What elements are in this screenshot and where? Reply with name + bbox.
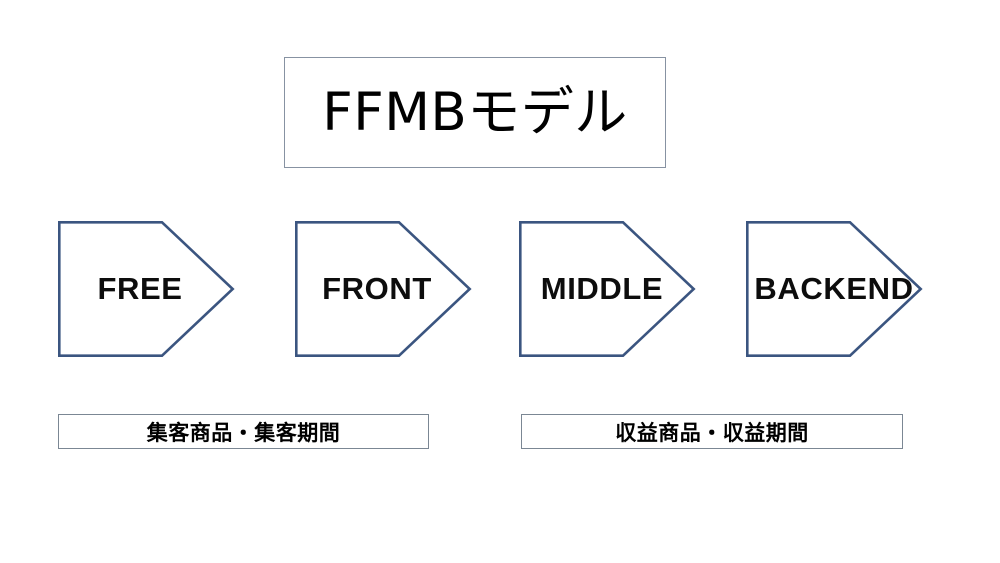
- stage-label-middle: MIDDLE: [540, 271, 664, 306]
- caption-box-revenue: 収益商品・収益期間: [521, 414, 903, 449]
- caption-text-acquisition: 集客商品・集客期間: [146, 420, 341, 445]
- stage-arrow-front[interactable]: FRONT: [294, 220, 472, 357]
- caption-text-revenue: 収益商品・収益期間: [615, 420, 809, 445]
- chevron-arrow-icon: [57, 220, 235, 357]
- chevron-arrow-icon: [518, 220, 696, 357]
- stage-arrow-backend[interactable]: BACKEND: [745, 220, 923, 357]
- stage-label-front: FRONT: [322, 271, 432, 306]
- stage-label-free: FREE: [97, 271, 183, 306]
- stage-arrow-middle[interactable]: MIDDLE: [518, 220, 696, 357]
- stage-arrow-free[interactable]: FREE: [57, 220, 235, 357]
- chevron-arrow-icon: [294, 220, 472, 357]
- stage-label-backend: BACKEND: [754, 271, 914, 306]
- title-box: FFMBモデル: [284, 57, 666, 168]
- page-title: FFMBモデル: [322, 82, 628, 143]
- caption-box-acquisition: 集客商品・集客期間: [58, 414, 429, 449]
- chevron-arrow-icon: [745, 220, 923, 357]
